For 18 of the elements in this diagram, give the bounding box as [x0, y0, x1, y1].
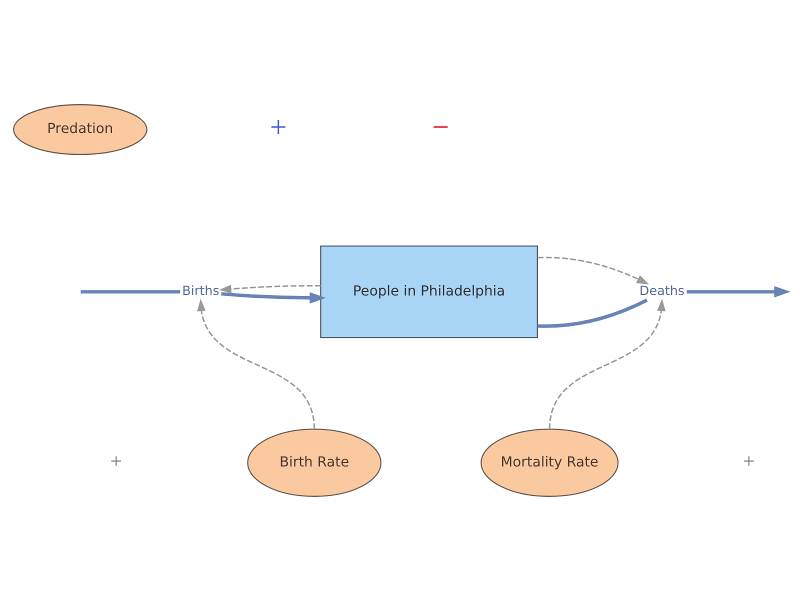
node-box: People in Philadelphia	[320, 244, 538, 338]
node-ellipse: Predation	[13, 104, 148, 155]
node-ellipse: Birth Rate	[247, 428, 382, 496]
label: −	[432, 109, 450, 144]
node-text: Births	[182, 284, 220, 299]
connector	[538, 298, 648, 328]
node-text: Deaths	[639, 284, 685, 299]
arrow	[218, 284, 321, 293]
arrow	[197, 298, 316, 429]
arrow	[686, 286, 790, 297]
label: +	[743, 448, 755, 472]
label: +	[110, 448, 122, 472]
connector	[80, 290, 180, 294]
arrow	[538, 256, 649, 284]
node-ellipse: Mortality Rate	[480, 428, 619, 496]
label: +	[270, 109, 287, 144]
arrow	[548, 298, 666, 429]
arrow	[221, 292, 326, 304]
